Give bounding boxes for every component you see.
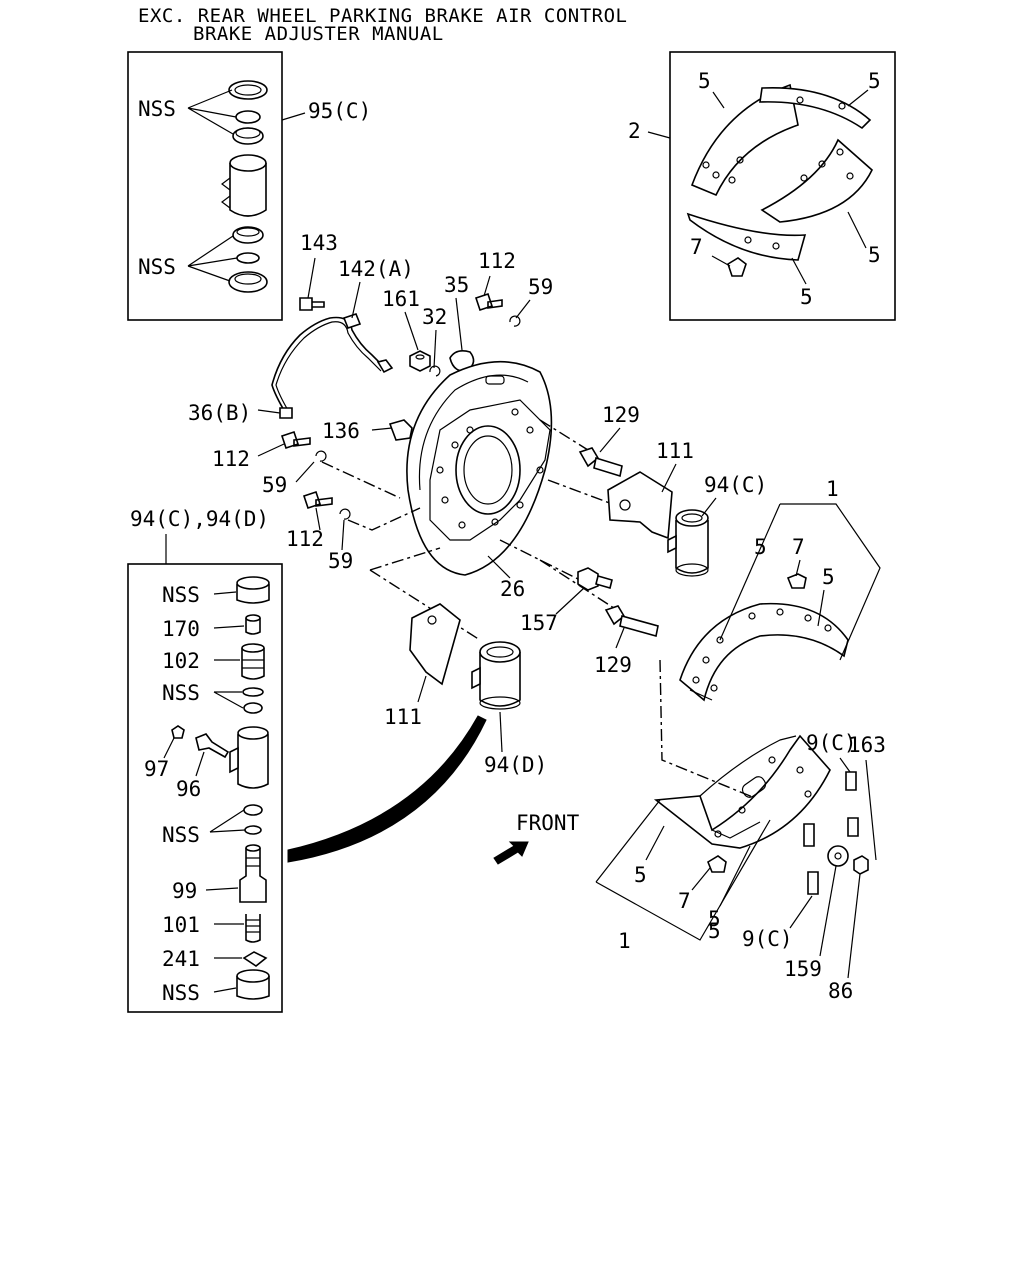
label-59-low: 59 <box>328 549 353 573</box>
bracket-111-left <box>409 603 461 686</box>
upper-bleeder-129 <box>578 447 623 478</box>
wheel-cylinder-94c <box>667 509 709 577</box>
label-35: 35 <box>444 273 469 297</box>
label-157: 157 <box>520 611 558 635</box>
exploded-view-arrow <box>287 715 487 863</box>
front-arrow-icon <box>493 841 529 865</box>
label-5-lower-a: 5 <box>634 863 647 887</box>
label-5-box-c: 5 <box>868 243 881 267</box>
callout-1-lower <box>595 799 771 941</box>
exploded-cylinder-parts <box>171 576 270 1000</box>
label-7-box: 7 <box>690 235 703 259</box>
label-94c: 94(C) <box>704 473 767 497</box>
callout-1-upper <box>780 503 881 661</box>
label-111-left: 111 <box>384 705 422 729</box>
plate-bolts <box>280 419 413 520</box>
label-59-mid: 59 <box>262 473 287 497</box>
label-96: 96 <box>176 777 201 801</box>
label-101: 101 <box>162 913 200 937</box>
backing-plate <box>406 360 553 576</box>
label-9c-top: 9(C) <box>806 731 857 755</box>
hold-down-hardware <box>803 771 869 895</box>
label-nss-exp-3: NSS <box>162 823 200 847</box>
label-7-upper: 7 <box>792 535 805 559</box>
header-line-1: EXC. REAR WHEEL PARKING BRAKE AIR CONTRO… <box>138 5 628 27</box>
label-5-upper-b: 5 <box>822 565 835 589</box>
label-5-box-d: 5 <box>800 285 813 309</box>
lining-set-parts <box>686 83 873 277</box>
label-136: 136 <box>322 419 360 443</box>
label-163: 163 <box>848 733 886 757</box>
label-1-lower: 1 <box>618 929 631 953</box>
label-nss-exp-4: NSS <box>162 981 200 1005</box>
label-2: 2 <box>628 119 641 143</box>
lower-shoe-assembly <box>653 734 831 873</box>
label-112-mid: 112 <box>212 447 250 471</box>
label-112-top: 112 <box>478 249 516 273</box>
label-5-lower-c: 5 <box>708 919 721 943</box>
label-143: 143 <box>300 231 338 255</box>
label-142a: 142(A) <box>338 257 414 281</box>
label-nss-bottom: NSS <box>138 255 176 279</box>
brake-line-assembly <box>271 297 394 419</box>
label-9c-bottom: 9(C) <box>742 927 793 951</box>
label-170: 170 <box>162 617 200 641</box>
label-99: 99 <box>172 879 197 903</box>
label-5-box-a: 5 <box>698 69 711 93</box>
label-7-lower: 7 <box>678 889 691 913</box>
label-94c-94d: 94(C),94(D) <box>130 507 269 531</box>
label-nss-exp-2: NSS <box>162 681 200 705</box>
label-nss-exp-1: NSS <box>162 583 200 607</box>
bolt-157 <box>577 567 613 591</box>
label-94d: 94(D) <box>484 753 547 777</box>
bracket-111-right <box>607 471 673 540</box>
label-5-lower-b: 5 <box>708 907 721 931</box>
upper-shoe-assembly <box>679 573 849 702</box>
label-1-upper: 1 <box>826 477 839 501</box>
label-129-bottom: 129 <box>594 653 632 677</box>
exploded-cylinder-box <box>127 563 283 1013</box>
label-159: 159 <box>784 957 822 981</box>
label-36b: 36(B) <box>188 401 251 425</box>
label-95c: 95(C) <box>308 99 371 123</box>
lower-bleeder-129 <box>604 605 659 638</box>
label-112-low: 112 <box>286 527 324 551</box>
label-59-top: 59 <box>528 275 553 299</box>
label-161: 161 <box>382 287 420 311</box>
label-5-upper-a: 5 <box>754 535 767 559</box>
label-111-right: 111 <box>656 439 694 463</box>
seal-kit-box <box>127 51 283 321</box>
seal-kit-parts <box>221 80 268 293</box>
label-241: 241 <box>162 947 200 971</box>
header-line-2: BRAKE ADJUSTER MANUAL <box>193 23 444 45</box>
label-102: 102 <box>162 649 200 673</box>
lining-set-box <box>669 51 896 321</box>
label-97: 97 <box>144 757 169 781</box>
label-32: 32 <box>422 305 447 329</box>
label-26: 26 <box>500 577 525 601</box>
label-nss-top: NSS <box>138 97 176 121</box>
label-129-top: 129 <box>602 403 640 427</box>
label-86: 86 <box>828 979 853 1003</box>
wheel-cylinder-94d <box>471 641 521 710</box>
front-label: FRONT <box>516 811 580 835</box>
label-5-box-b: 5 <box>868 69 881 93</box>
